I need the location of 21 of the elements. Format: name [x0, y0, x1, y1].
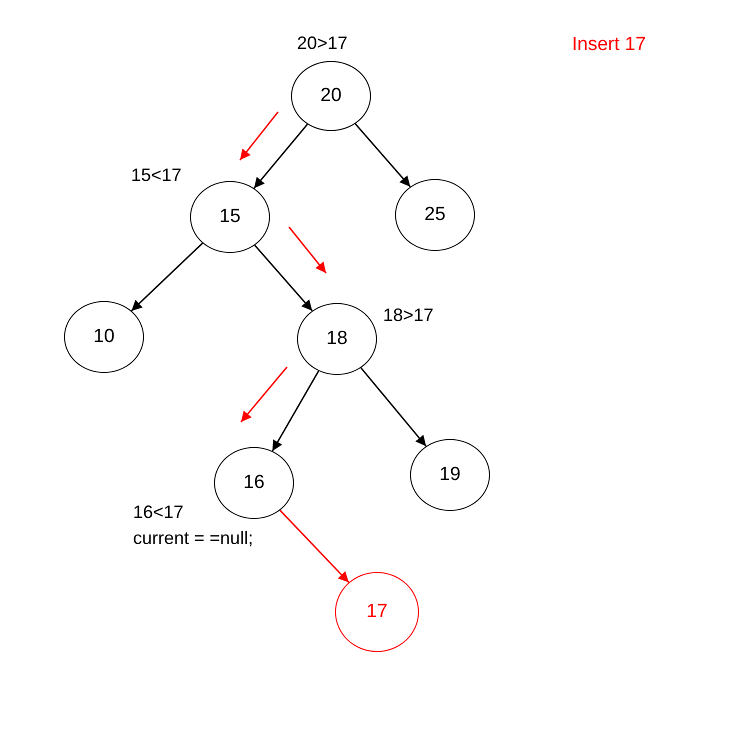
arrow	[272, 370, 320, 452]
arrow	[354, 123, 411, 188]
comparison-note: 16<17	[133, 501, 184, 524]
arrow	[130, 242, 204, 312]
arrow	[254, 244, 313, 312]
node-value: 19	[439, 464, 461, 486]
arrow	[360, 367, 427, 447]
node-value: 15	[219, 206, 241, 228]
node-value: 20	[320, 85, 342, 107]
node-value: 18	[326, 328, 348, 350]
node-value: 17	[366, 601, 388, 623]
comparison-note: current = =null;	[133, 527, 254, 550]
node-value: 25	[424, 204, 446, 226]
comparison-note: 15<17	[131, 164, 182, 187]
node-value: 16	[243, 472, 265, 494]
arrow	[253, 124, 308, 189]
arrow	[280, 510, 350, 583]
comparison-note: 20>17	[297, 32, 348, 55]
comparison-note: 18>17	[383, 304, 434, 327]
operation-title: Insert 17	[572, 34, 646, 56]
node-value: 10	[93, 326, 115, 348]
